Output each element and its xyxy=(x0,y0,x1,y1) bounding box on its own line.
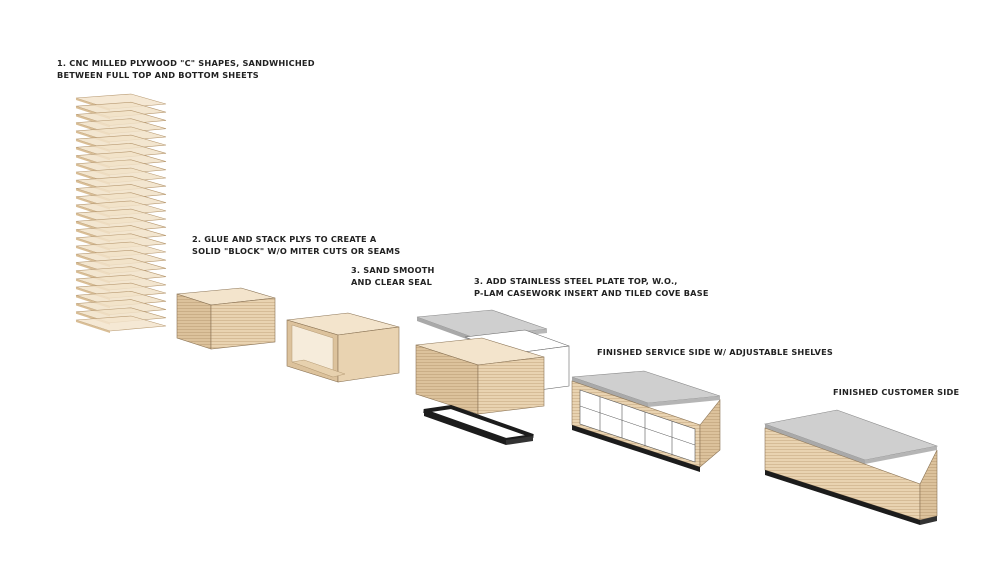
step-4-label: 3. ADD STAINLESS STEEL PLATE TOP, W.O., … xyxy=(474,275,709,299)
step-1-line-1: 1. CNC MILLED PLYWOOD "C" SHAPES, SANDWH… xyxy=(57,58,315,68)
solid-block xyxy=(176,287,276,350)
step-2-label: 2. GLUE AND STACK PLYS TO CREATE A SOLID… xyxy=(192,233,400,257)
step-2-line-2: SOLID "BLOCK" W/O MITER CUTS OR SEAMS xyxy=(192,246,401,256)
step-3-line-1: 3. SAND SMOOTH xyxy=(351,265,435,275)
ply-sheet-edge xyxy=(76,320,110,333)
service-side-line-1: FINISHED SERVICE SIDE W/ ADJUSTABLE SHEL… xyxy=(597,347,833,357)
sanded-open-box xyxy=(286,312,400,383)
step-1-line-2: BETWEEN FULL TOP AND BOTTOM SHEETS xyxy=(57,70,259,80)
customer-side-line-1: FINISHED CUSTOMER SIDE xyxy=(833,387,960,397)
exploded-ply-stack xyxy=(75,93,167,333)
step-4-line-2: P-LAM CASEWORK INSERT AND TILED COVE BAS… xyxy=(474,288,709,298)
tiled-cove-base xyxy=(423,404,534,445)
finished-service-side xyxy=(571,370,721,472)
service-side-label: FINISHED SERVICE SIDE W/ ADJUSTABLE SHEL… xyxy=(597,346,833,358)
wood-casework-body xyxy=(415,337,545,415)
step-4-line-1: 3. ADD STAINLESS STEEL PLATE TOP, W.O., xyxy=(474,276,678,286)
finished-customer-side xyxy=(763,409,939,525)
step-3-label: 3. SAND SMOOTH AND CLEAR SEAL xyxy=(351,264,435,288)
customer-side-label: FINISHED CUSTOMER SIDE xyxy=(833,386,959,398)
step-1-label: 1. CNC MILLED PLYWOOD "C" SHAPES, SANDWH… xyxy=(57,57,315,81)
step-3-line-2: AND CLEAR SEAL xyxy=(351,277,432,287)
step-2-line-1: 2. GLUE AND STACK PLYS TO CREATE A xyxy=(192,234,377,244)
